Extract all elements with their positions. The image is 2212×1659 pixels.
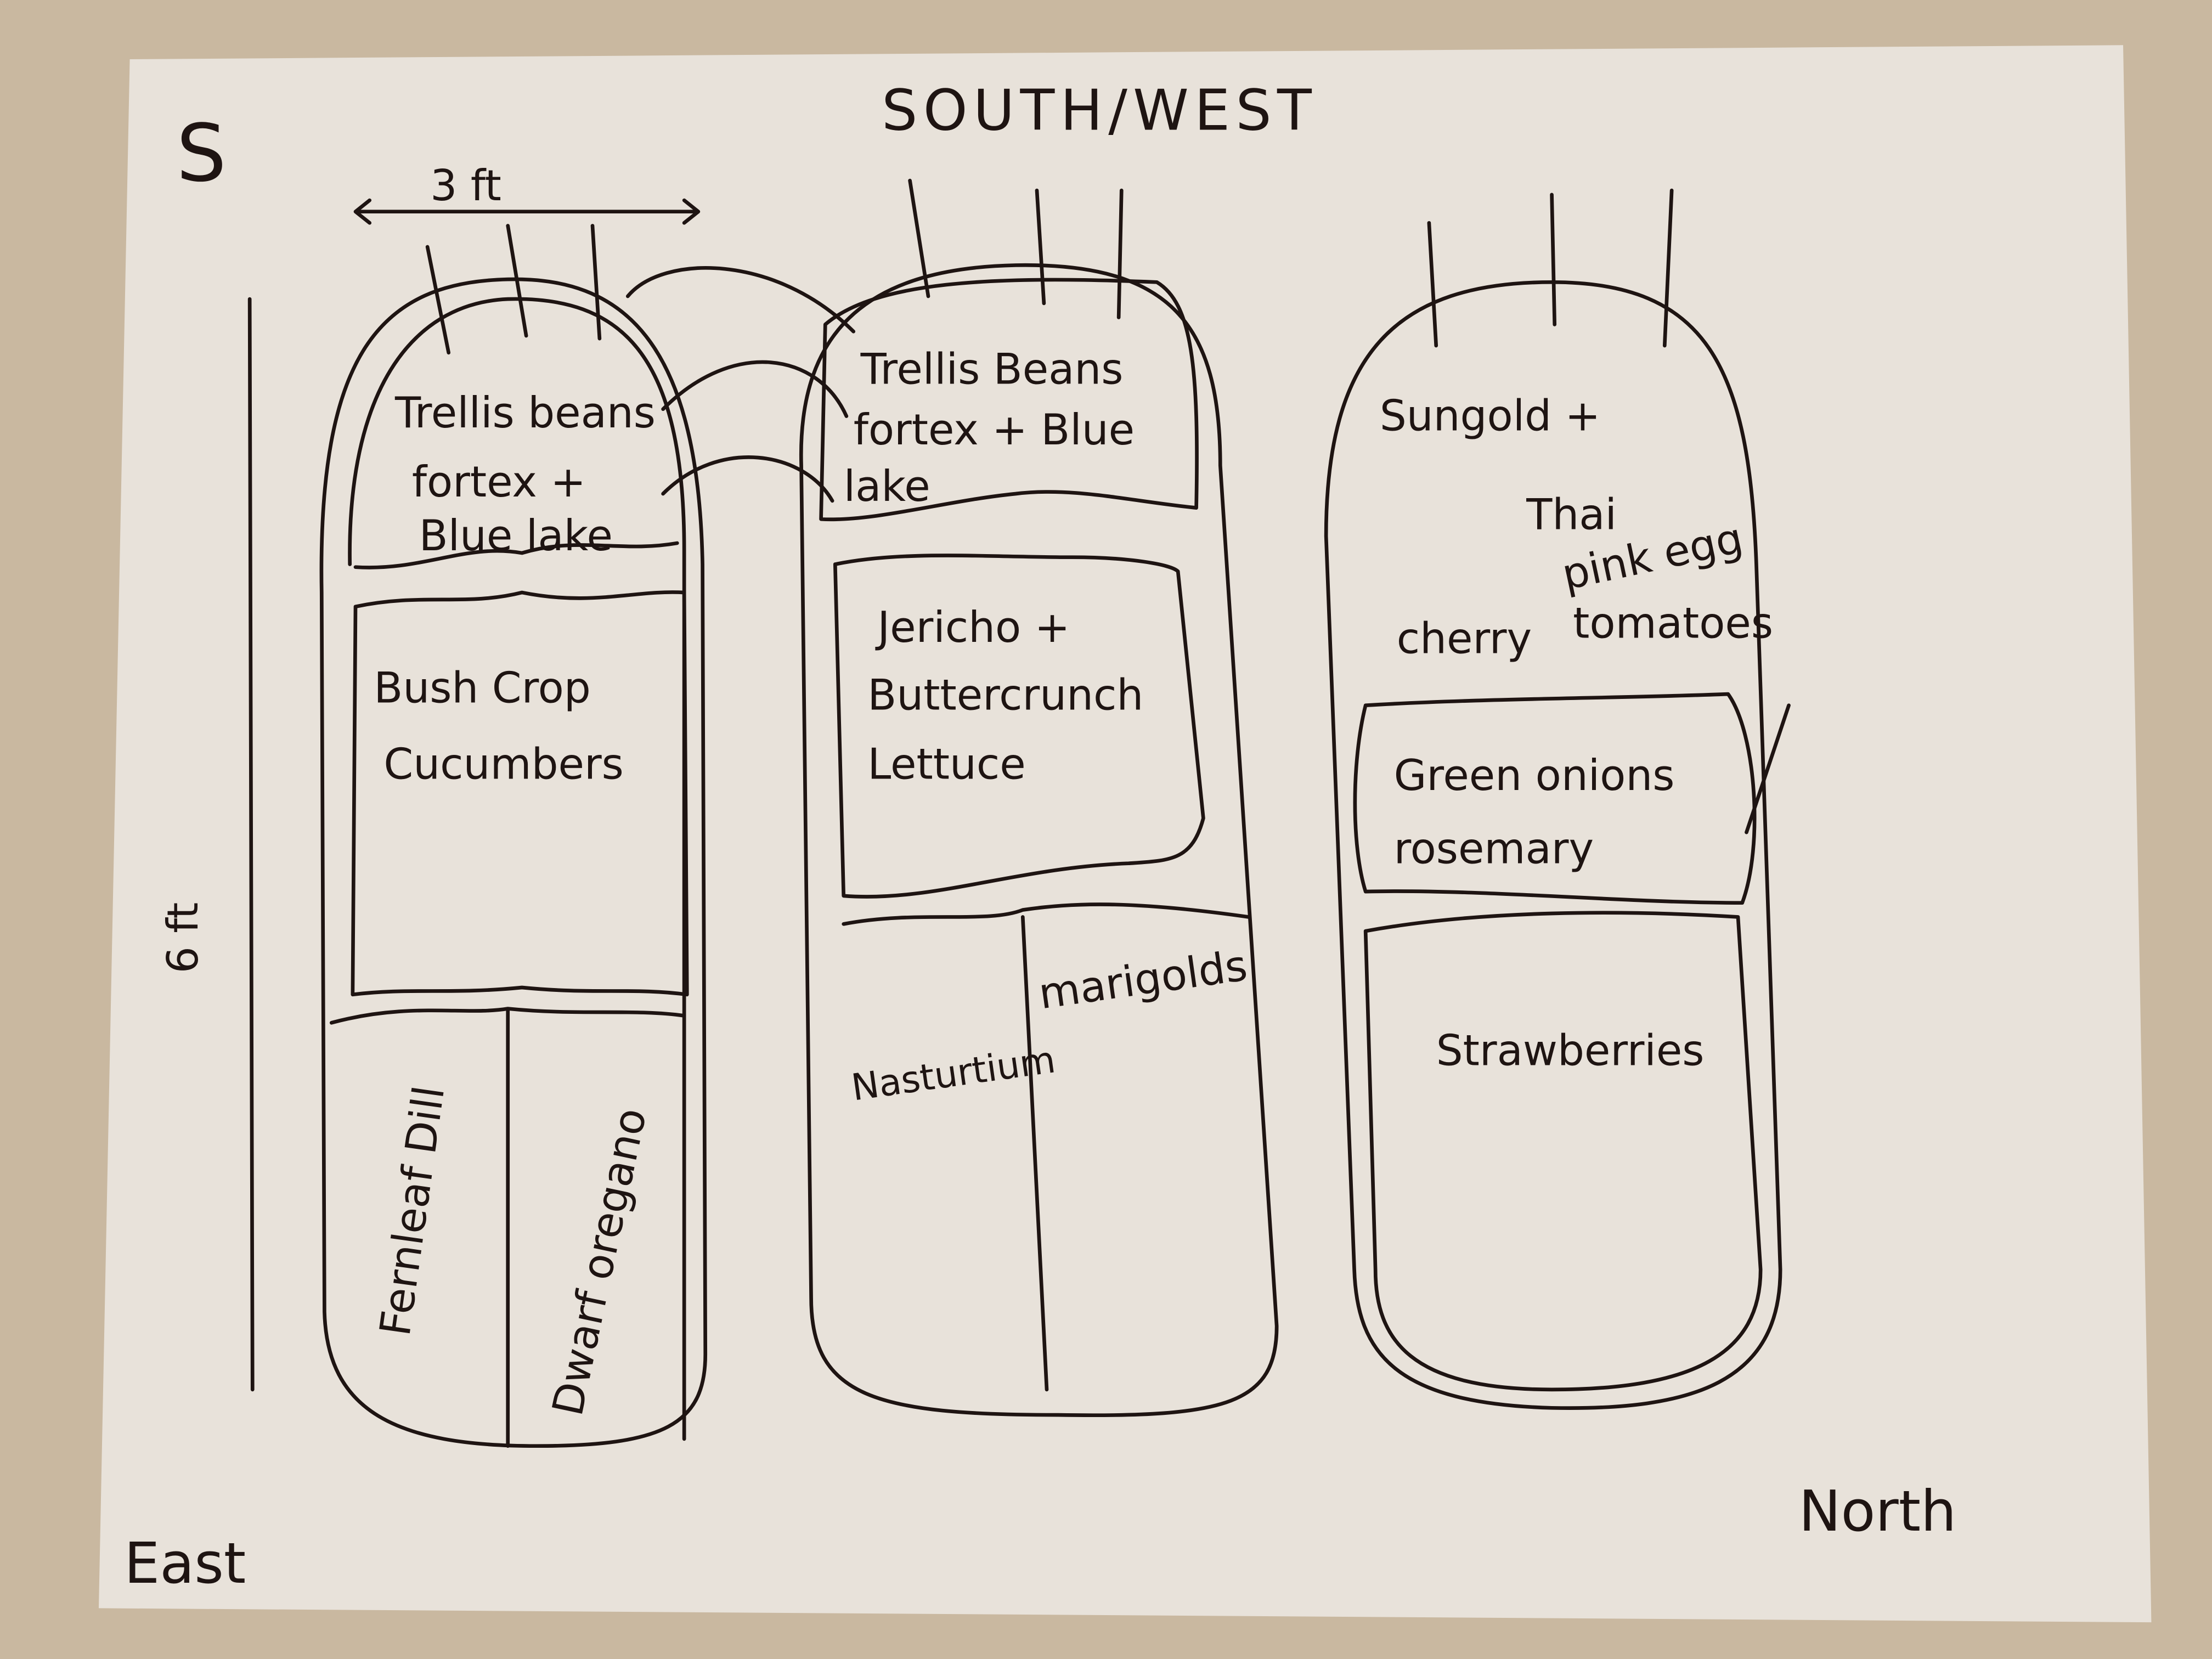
bed-3-strawberries: Strawberries <box>1436 1026 1705 1075</box>
paper-sheet <box>99 45 2152 1623</box>
bed-2-lettuce-line-1: Jericho + <box>875 603 1070 652</box>
bed-2-trellis-line-2: fortex + Blue <box>854 405 1135 455</box>
bed-1-trellis-line-1: Trellis beans <box>394 388 656 438</box>
bed-3-tomato-line-4: cherry <box>1397 614 1532 664</box>
bed-3-tomato-line-1: Sungold + <box>1380 391 1600 441</box>
bed-2-trellis-line-1: Trellis Beans <box>860 345 1124 394</box>
bed-1-trellis-line-2: fortex + <box>412 458 586 507</box>
bed-1-cucumber-line-2: Cucumbers <box>383 740 623 789</box>
compass-south: S <box>176 107 226 199</box>
compass-east: East <box>124 1531 246 1596</box>
bed-2-lettuce-line-3: Lettuce <box>867 740 1025 789</box>
length-dimension: 6 ft <box>159 297 255 1392</box>
bed-3-tomato-line-5: tomatoes <box>1573 599 1773 648</box>
diagram-title: SOUTH/WEST <box>882 78 1317 144</box>
compass-north: North <box>1799 1479 1957 1544</box>
bed-3: Sungold + Thai pink egg cherry tomatoes … <box>1324 280 1791 1410</box>
trellis-arches <box>625 266 856 503</box>
bed-2-trellis-line-3: lake <box>844 462 930 511</box>
length-label: 6 ft <box>159 902 208 974</box>
width-dimension: 3 ft <box>353 161 701 225</box>
bed-3-herbs-line-2: rosemary <box>1394 825 1594 874</box>
width-label: 3 ft <box>430 161 501 211</box>
bed-2-lettuce-line-2: Buttercrunch <box>867 670 1143 720</box>
bed-1-trellis-line-3: Blue lake <box>419 511 613 561</box>
bed-1-cucumber-line-1: Bush Crop <box>374 664 590 713</box>
bed-3-tomato-line-2: Thai <box>1526 490 1617 539</box>
bed-3-herbs-line-1: Green onions <box>1394 751 1675 800</box>
